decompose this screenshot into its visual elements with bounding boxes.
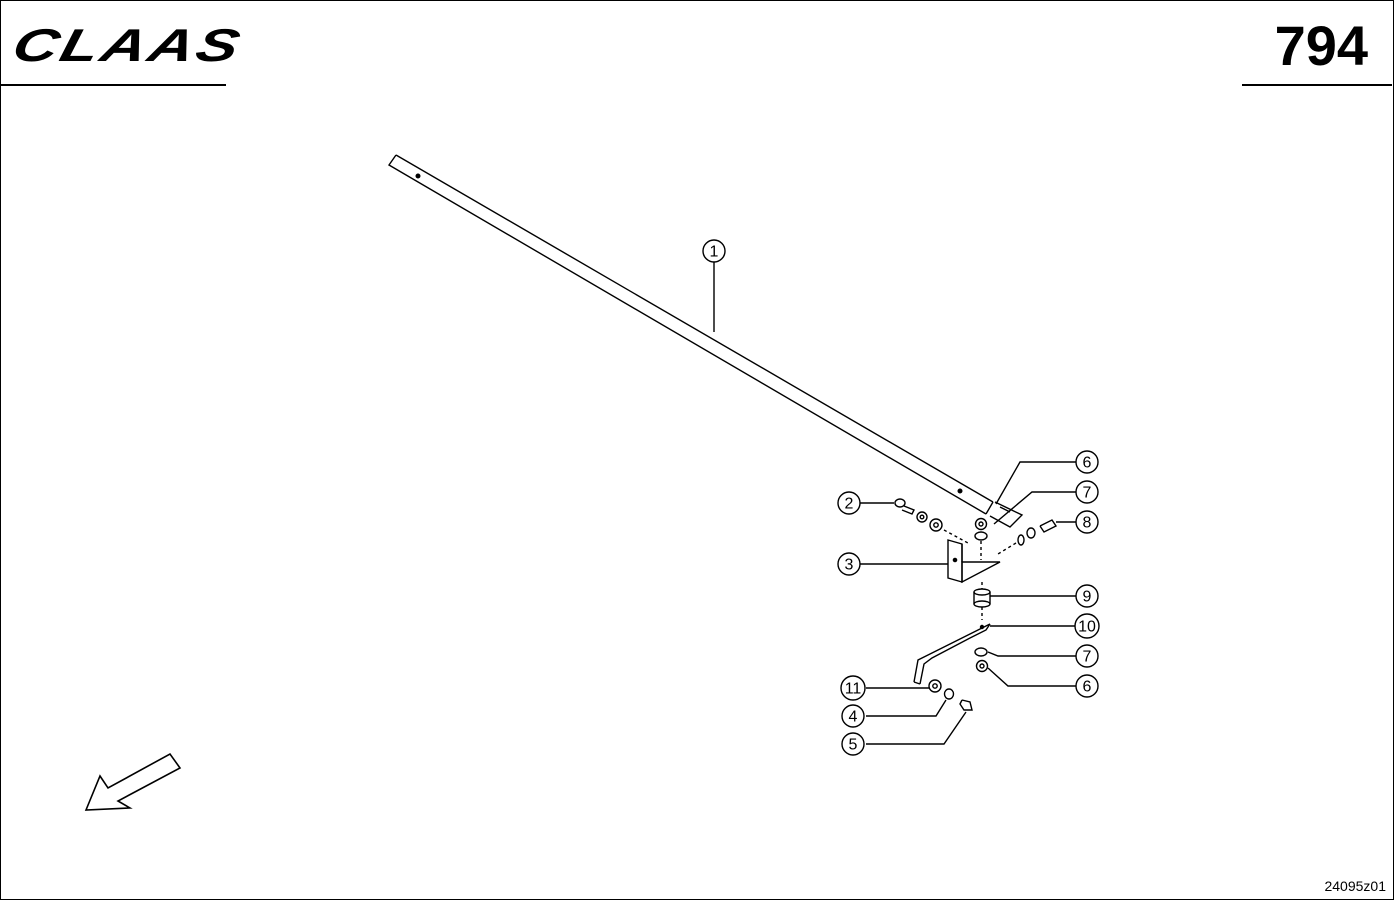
callout-6a-circle (1075, 450, 1099, 474)
header-rule-right (1242, 84, 1392, 86)
callout-5-label: 5 (849, 737, 858, 754)
callout-6b-circle (1075, 674, 1099, 698)
part-nut-6-top (974, 517, 988, 531)
callout-11-circle (840, 675, 866, 701)
arrow-down-left-icon (84, 752, 182, 811)
callout-5-circle (841, 732, 865, 756)
part-bolt-2 (894, 498, 915, 515)
callout-7b-label: 7 (1083, 649, 1092, 666)
part-washer-7-top (974, 531, 988, 541)
part-bracket-10 (913, 623, 991, 685)
callout-4-label: 4 (849, 709, 858, 726)
drawing-code: 24095z01 (1324, 878, 1386, 894)
page-number: 794 (1274, 14, 1368, 77)
part-bracket-upper (947, 539, 1001, 584)
part-bar (387, 154, 1024, 528)
callout-3-label: 3 (845, 557, 854, 574)
part-nut-11 (928, 679, 942, 693)
callout-7b-circle (1075, 644, 1099, 668)
callout-8-label: 8 (1083, 515, 1092, 532)
callout-6b-label: 6 (1083, 679, 1092, 696)
part-nut-6-bottom (975, 659, 989, 673)
callout-7a-circle (1075, 480, 1099, 504)
part-washer-4 (943, 688, 955, 700)
callout-7a-label: 7 (1083, 485, 1092, 502)
callout-10-label: 10 (1078, 619, 1096, 636)
callout-2-circle (837, 491, 861, 515)
callout-4-circle (841, 704, 865, 728)
part-bolt-8 (997, 519, 1058, 555)
callout-2-label: 2 (845, 496, 854, 513)
part-washer-left (916, 511, 928, 523)
callout-1-label: 1 (710, 244, 719, 261)
part-bolt-5 (959, 699, 973, 711)
callout-9-label: 9 (1083, 589, 1092, 606)
callout-6a-label: 6 (1083, 455, 1092, 472)
part-nut-left (929, 518, 943, 532)
callout-9-circle (1075, 584, 1099, 608)
part-buffer-9 (973, 582, 991, 620)
callout-3-circle (837, 552, 861, 576)
part-washer-7-bottom (974, 647, 988, 657)
callout-10-circle (1074, 613, 1100, 639)
callout-11-label: 11 (845, 681, 862, 698)
header-rule-left (0, 84, 226, 86)
callout-1-circle (702, 239, 726, 263)
callout-8-circle (1075, 510, 1099, 534)
